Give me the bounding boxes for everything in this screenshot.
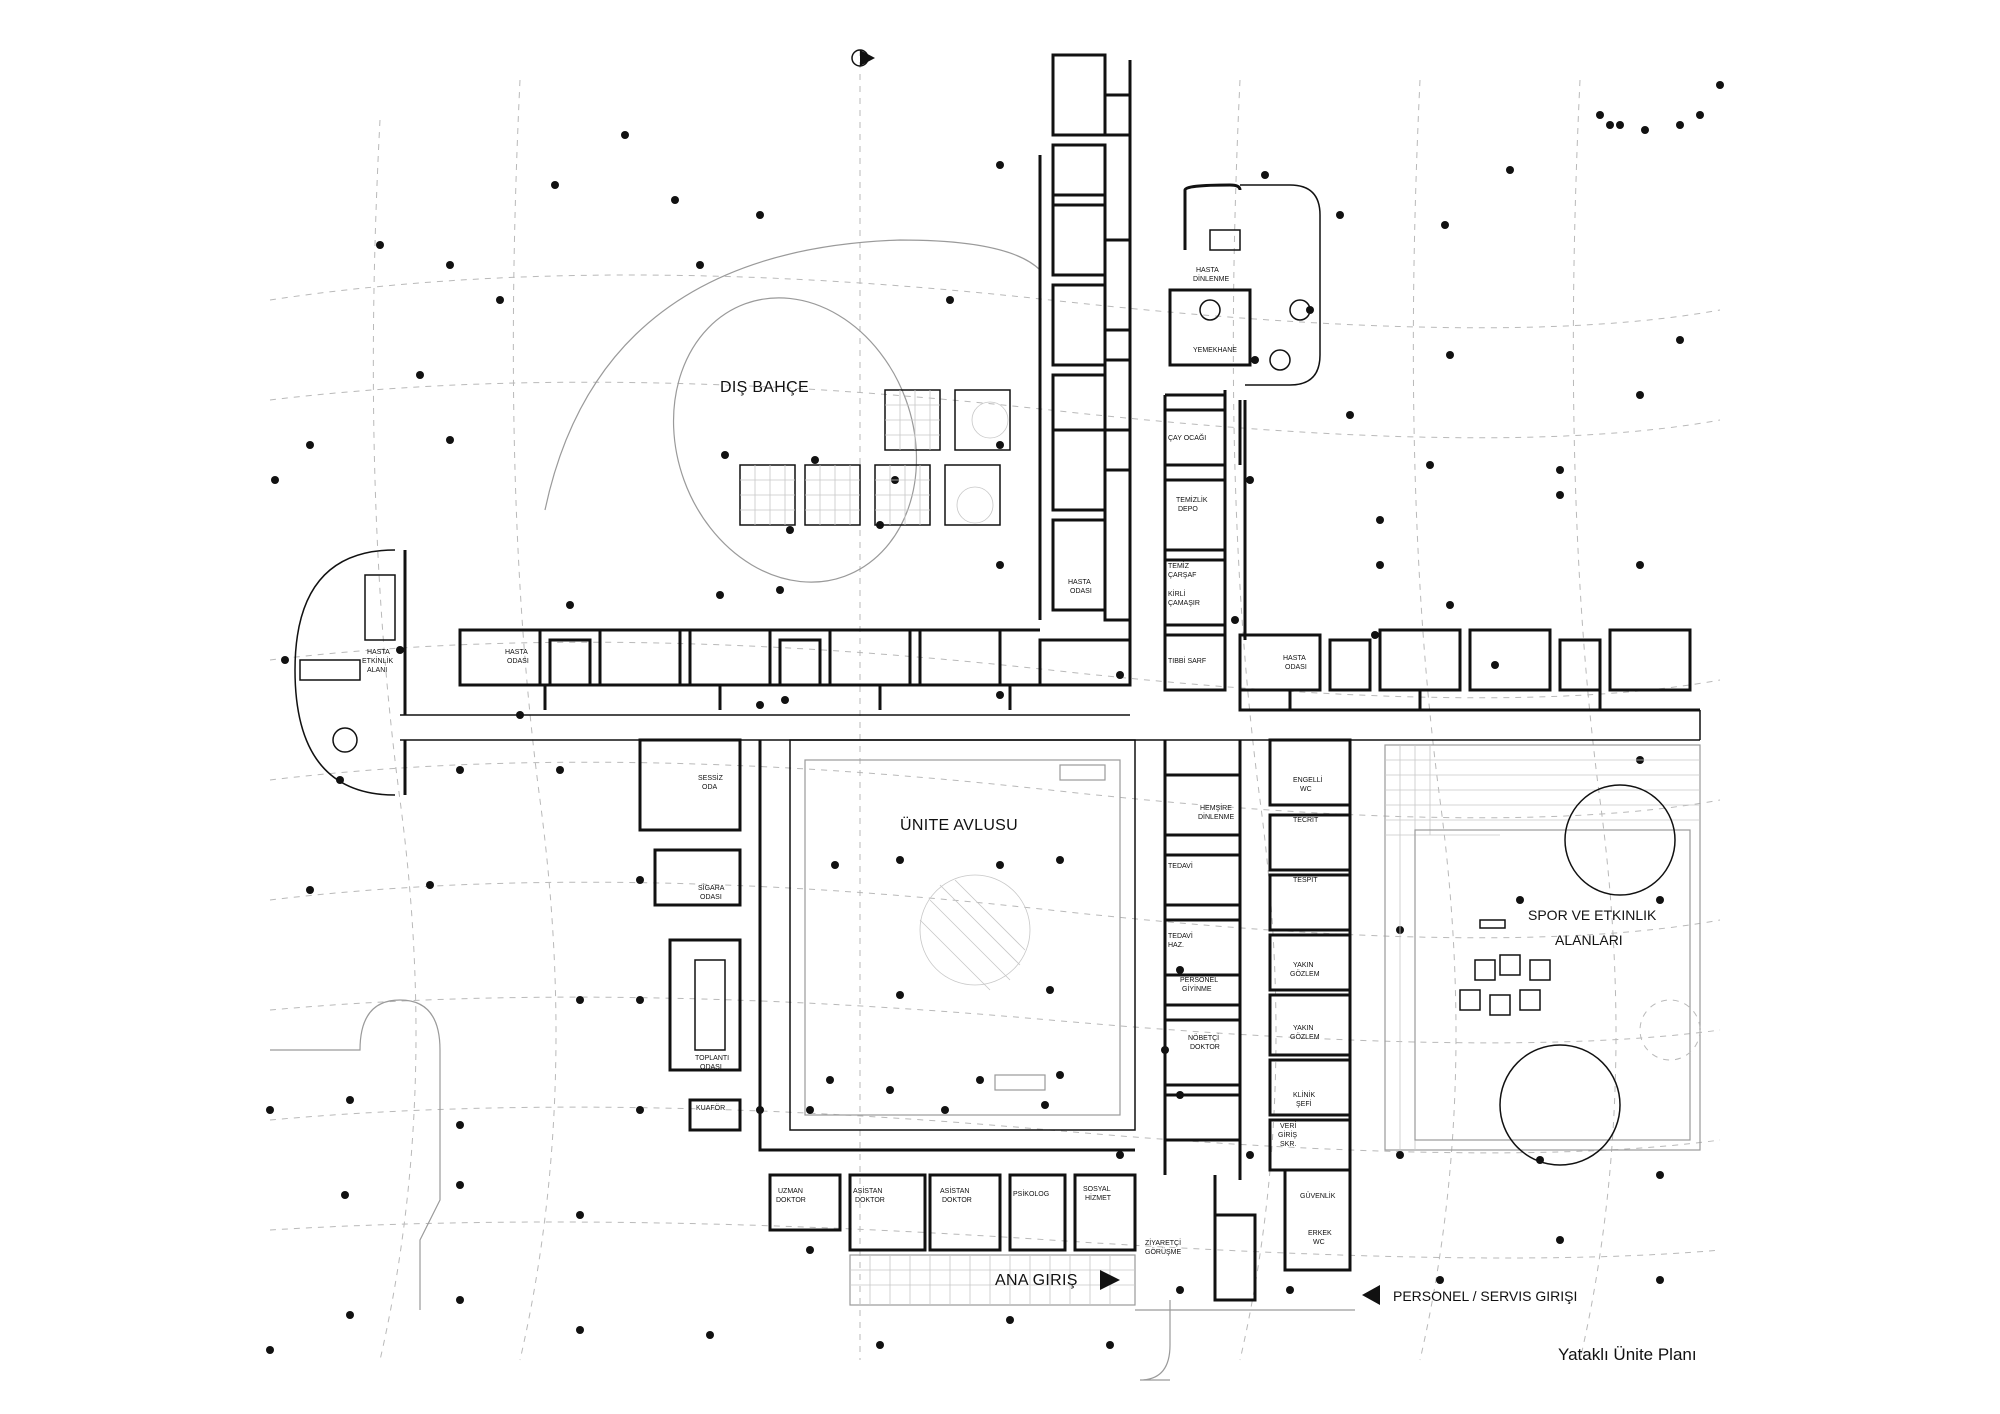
room-label: HASTA: [1068, 579, 1091, 586]
garden-plots: [739, 389, 1011, 526]
room-label: ÇAY OCAĞI: [1168, 433, 1206, 442]
room-label: ENGELLİ: [1293, 775, 1323, 784]
north-arrow-icon: [851, 49, 875, 67]
room-label: ODA: [702, 784, 718, 791]
room-label: DİNLENME: [1198, 812, 1235, 821]
dining-unit: [1168, 183, 1321, 386]
landscape-edge: [270, 999, 1171, 1381]
west-wing: [400, 628, 1700, 741]
unit-courtyard: [789, 739, 1136, 1131]
service-column: [1163, 390, 1247, 692]
room-label: GÖZLEM: [1290, 1033, 1320, 1041]
room-label: HEMŞİRE: [1200, 803, 1232, 812]
room-label: TEMİZLİK: [1176, 495, 1208, 504]
room-label: PSİKOLOG: [1013, 1189, 1049, 1198]
room-label: HASTA: [1283, 655, 1306, 662]
room-label: SİGARA: [698, 883, 725, 892]
room-label: ÇAMAŞIR: [1168, 600, 1200, 607]
room-label: TEMİZ: [1168, 561, 1190, 570]
room-label: WC: [1313, 1239, 1325, 1246]
room-label: DOKTOR: [942, 1197, 972, 1204]
room-label: GÜVENLİK: [1300, 1191, 1336, 1200]
room-label: DİNLENME: [1193, 274, 1230, 283]
entrance-arrow-icon: [1362, 1285, 1380, 1305]
room-label: ASİSTAN: [853, 1186, 882, 1195]
room-label: SESSİZ: [698, 773, 724, 782]
room-label: ÇARŞAF: [1168, 572, 1196, 579]
room-label: HASTA: [505, 649, 528, 656]
entrance-arrow-icon: [1100, 1270, 1120, 1290]
room-label: KUAFÖR: [696, 1104, 725, 1112]
room-label: GİYİNME: [1182, 984, 1212, 993]
room-label: ZİYARETÇİ: [1145, 1238, 1181, 1247]
room-label: TESPİT: [1293, 875, 1318, 884]
room-label: YEMEKHANE: [1193, 347, 1237, 354]
room-label: TEDAVİ: [1168, 931, 1193, 940]
room-label: PERSONEL: [1180, 977, 1218, 984]
sports-label-line2: ALANLARI: [1555, 932, 1623, 948]
staff-entrance: PERSONEL / SERVIS GIRIŞI: [1362, 1285, 1577, 1305]
north-wing: [1038, 53, 1132, 650]
room-label: ALANI: [367, 667, 387, 674]
room-label: YAKIN: [1293, 1025, 1314, 1032]
room-label: TEDAVİ: [1168, 861, 1193, 870]
room-label: ODASI: [1285, 664, 1307, 671]
sports-label-line1: SPOR VE ETKINLIK: [1528, 907, 1657, 923]
outer-garden: [544, 239, 1041, 583]
activity-unit: [294, 549, 407, 796]
room-label: VERİ: [1280, 1121, 1296, 1130]
room-label: ODASI: [700, 894, 722, 901]
main-entrance: ANA GIRIŞ: [995, 1270, 1120, 1290]
room-label: HASTA: [367, 649, 390, 656]
west-service-block: [638, 738, 790, 1152]
room-label: ŞEFİ: [1296, 1099, 1312, 1108]
room-label: DOKTOR: [1190, 1044, 1220, 1051]
room-label: GÖRÜŞME: [1145, 1248, 1182, 1256]
room-label: ETKİNLİK: [362, 656, 393, 665]
sports-area: [1384, 744, 1701, 1166]
east-wing: [1238, 628, 1701, 740]
room-label: TOPLANTI: [695, 1055, 729, 1062]
room-label: TIBBİ SARF: [1168, 656, 1206, 665]
room-label: SOSYAL: [1083, 1186, 1111, 1193]
room-label: ODASI: [1070, 588, 1092, 595]
room-label: UZMAN: [778, 1188, 803, 1195]
room-label: WC: [1300, 786, 1312, 793]
room-label: HAZ.: [1168, 942, 1184, 949]
site-grid: [269, 50, 1721, 1361]
room-label: DOKTOR: [776, 1197, 806, 1204]
staff-entrance-label: PERSONEL / SERVIS GIRIŞI: [1393, 1288, 1577, 1304]
room-label: ODASI: [700, 1064, 722, 1071]
room-label: HİZMET: [1085, 1193, 1112, 1202]
room-label: TECRİT: [1293, 815, 1319, 824]
room-label: KİRLİ: [1168, 589, 1186, 598]
room-label: GÖZLEM: [1290, 970, 1320, 978]
room-label: HASTA: [1196, 267, 1219, 274]
room-label: KLİNİK: [1293, 1090, 1316, 1099]
plan-caption: Yataklı Ünite Planı: [1558, 1345, 1697, 1364]
site-trees: [266, 81, 1724, 1354]
room-label: NÖBETÇİ: [1188, 1033, 1219, 1042]
garden-label: DIŞ BAHÇE: [720, 379, 809, 396]
admin-wing: [760, 1148, 1355, 1311]
room-label: SKR.: [1280, 1141, 1296, 1148]
room-label: DEPO: [1178, 506, 1198, 513]
courtyard-label: ÜNITE AVLUSU: [900, 816, 1018, 834]
room-label: YAKIN: [1293, 962, 1314, 969]
room-label: DOKTOR: [855, 1197, 885, 1204]
room-label: ASİSTAN: [940, 1186, 969, 1195]
room-label: GİRİŞ: [1278, 1130, 1297, 1139]
room-label: ODASI: [507, 658, 529, 665]
clinical-column: [1163, 738, 1352, 1272]
main-entrance-label: ANA GIRIŞ: [995, 1272, 1078, 1289]
room-label: ERKEK: [1308, 1230, 1332, 1237]
